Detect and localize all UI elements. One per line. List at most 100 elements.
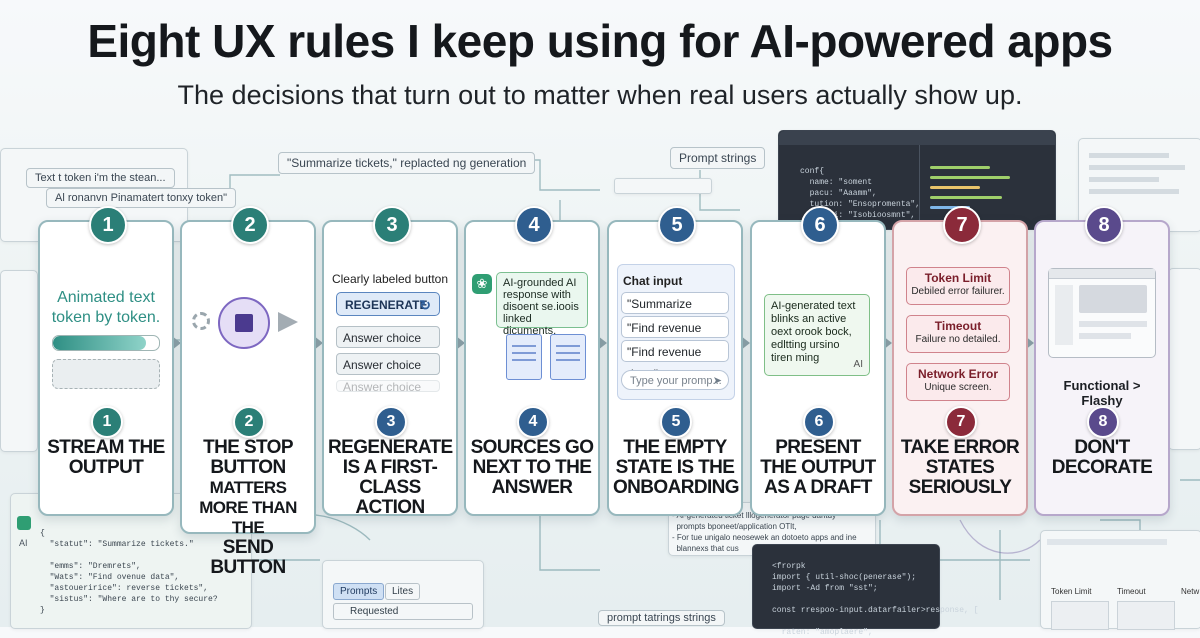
rule-label: SOURCES GO NEXT TO THE ANSWER [470, 437, 594, 498]
chat-input-placeholder: Type your promp... [630, 375, 722, 387]
page-subtitle: The decisions that turn out to matter wh… [177, 80, 1023, 110]
rule-card-7: 7 Token Limit Debiled error failurer. Ti… [892, 206, 1028, 516]
arrow-icon [172, 336, 181, 350]
background-code-bottom: <frorpk import { util-shoc(penerase"); i… [772, 562, 979, 637]
chatgpt-icon [17, 516, 31, 530]
rule-number-badge: 7 [943, 206, 981, 244]
stream-progress-fill [53, 336, 147, 350]
error-title: Network Error [917, 367, 999, 381]
background-prompt-strings-pill: Prompt strings [670, 147, 766, 169]
table-header-token-limit: Token Limit [1051, 587, 1092, 596]
rule-number-badge-small: 8 [1087, 406, 1119, 438]
background-prompts-window: Prompts Lites Requested [322, 560, 484, 629]
animated-text-demo: Animated text token by token. [51, 289, 161, 326]
source-document-icon[interactable] [550, 334, 586, 380]
code-line [930, 176, 1010, 179]
code-line [930, 196, 1002, 199]
background-panel-right [1168, 268, 1200, 450]
loading-spinner-icon [192, 312, 210, 330]
stop-icon [235, 314, 253, 332]
draft-text: AI-generated text blinks an active oext … [771, 300, 856, 364]
arrow-icon [883, 336, 892, 350]
rule-label: DON'T DECORATE [1051, 437, 1153, 478]
answer-choice[interactable]: Answer choice [336, 353, 440, 375]
rule-label: TAKE ERROR STATES SERIOUSLY [900, 437, 1020, 498]
skeleton-placeholder [52, 359, 160, 389]
send-icon[interactable] [278, 312, 298, 332]
rule-card-4: 4 ❀ AI-grounded AI response with disoent… [464, 206, 600, 516]
regenerate-button[interactable]: REGENERATE ↻ [336, 292, 440, 316]
background-summarize-pill: "Summarize tickets," replacted ng genera… [278, 152, 536, 174]
chatgpt-icon: ❀ [472, 274, 492, 294]
answer-choice[interactable]: Answer choice [336, 380, 440, 392]
rule-number-badge: 2 [231, 206, 269, 244]
lites-tab: Lites [385, 583, 421, 600]
error-detail: Failure no detailed. [915, 334, 1001, 345]
code-line [930, 186, 980, 189]
rule-label: REGENERATE IS A FIRST-CLASS ACTION [328, 437, 453, 518]
rule-number-badge-small: 2 [233, 406, 265, 438]
arrow-icon [314, 336, 323, 350]
background-code-left: { "statut": "Summarize tickets." "emms":… [40, 529, 218, 615]
send-icon[interactable]: ➤ [712, 375, 722, 387]
refresh-icon: ↻ [419, 297, 431, 313]
rule-label: THE STOP BUTTON MATTERS MORE THAN THE SE… [186, 438, 310, 578]
rule-number-badge: 8 [1085, 206, 1123, 244]
prompt-suggestion[interactable]: "Summarize tickets," [621, 292, 729, 333]
rule-number-badge: 4 [515, 206, 553, 244]
rule-number-badge: 6 [801, 206, 839, 244]
error-detail: Debiled error failurer. [911, 286, 1005, 297]
background-input-bar [614, 178, 712, 194]
error-title: Token Limit [924, 271, 992, 285]
rule-number-badge: 3 [373, 206, 411, 244]
error-title: Timeout [934, 319, 982, 333]
answer-choice[interactable]: Answer choice [336, 326, 440, 348]
stream-progress-bar [52, 335, 160, 351]
arrow-icon [598, 336, 607, 350]
draft-output-box[interactable]: AI-generated text blinks an active oext … [764, 294, 870, 376]
background-table-window: Token Limit Timeout Netw [1040, 530, 1200, 630]
regenerate-label: REGENERATE [345, 298, 428, 312]
rule-label-line: MATTERS MORE THAN THE [199, 478, 297, 537]
rule-label-line: THE STOP BUTTON [203, 437, 293, 478]
background-token-pill: Text t token i'm the stean... [26, 168, 175, 188]
prompt-suggestion[interactable]: "Find revenue data." [621, 316, 729, 357]
prompt-suggestion[interactable]: "Find revenue data." [621, 340, 729, 381]
rule-number-badge-small: 3 [375, 406, 407, 438]
background-code-window-bottom [752, 544, 940, 629]
code-line [930, 166, 990, 169]
rule-card-3: 3 Clearly labeled button REGENERATE ↻ An… [322, 206, 458, 518]
prompts-tab: Prompts [333, 583, 385, 600]
background-token-pill-2: Al ronanvn Pinamatert tonxy token" [46, 188, 237, 208]
background-code-left-label: AI [19, 538, 28, 548]
rule-number-badge-small: 4 [517, 406, 549, 438]
rule-number-badge: 5 [658, 206, 696, 244]
rule-number-badge-small: 7 [945, 406, 977, 438]
rule-card-6: 6 AI-generated text blinks an active oex… [750, 206, 886, 516]
table-header-timeout: Timeout [1117, 587, 1146, 596]
regenerate-caption: Clearly labeled button [331, 272, 449, 286]
table-header-network: Netw [1181, 587, 1200, 596]
rule-label: PRESENT THE OUTPUT AS A DRAFT [760, 437, 876, 498]
rule-label-line: SEND BUTTON [210, 537, 286, 578]
arrow-icon [741, 336, 750, 350]
chat-input-field[interactable]: Type your promp... ➤ [621, 370, 729, 390]
error-detail: Unique screen. [924, 382, 992, 393]
rule-number-badge-small: 1 [91, 406, 123, 438]
error-state-card: Network Error Unique screen. [906, 363, 1010, 401]
rule-card-5: 5 Chat input "Summarize tickets," "Find … [607, 206, 743, 516]
rule-label: STREAM THE OUTPUT [47, 437, 165, 478]
rule-number-badge-small: 6 [803, 406, 835, 438]
ai-tag: AI [853, 359, 863, 370]
rule-card-1: 1 Animated text token by token. 1 STREAM… [38, 206, 174, 516]
rule-number-badge: 1 [89, 206, 127, 244]
grounded-response-bubble: AI-grounded AI response with disoent se.… [496, 272, 588, 337]
error-state-card: Token Limit Debiled error failurer. [906, 267, 1010, 305]
chat-input-title: Chat input [623, 274, 683, 288]
source-document-icon[interactable] [506, 334, 542, 380]
functional-caption: Functional > Flashy [1063, 378, 1141, 408]
arrow-icon [1025, 336, 1034, 350]
stop-button[interactable] [218, 297, 270, 349]
requested-row: Requested [333, 603, 473, 620]
rule-number-badge-small: 5 [660, 406, 692, 438]
